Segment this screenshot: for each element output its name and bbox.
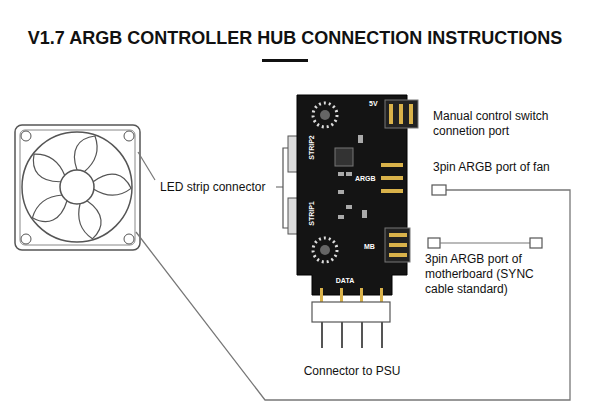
pcb-board-node: STRIP2STRIP1 5V ARGB MB DATA (297, 95, 407, 295)
callout-label: Manual control switch connetion port (433, 109, 583, 139)
silkscreen-text: ARGB (355, 175, 376, 182)
mb-header (385, 228, 410, 262)
silkscreen-text: 5V (369, 100, 378, 107)
header-pins (320, 104, 413, 302)
mb-pins (389, 233, 407, 257)
fan-drawing (15, 125, 140, 250)
callout-label: 3pin ARGB port of motherboard (SYNC cabl… (425, 252, 557, 297)
silkscreen-text: STRIP1 (307, 201, 314, 226)
callout-label: 3pin ARGB port of fan (433, 160, 550, 175)
sync-cable (428, 238, 542, 248)
title-underline (262, 59, 308, 62)
psu-connector (312, 302, 390, 348)
fan-plug (432, 185, 446, 195)
leader-line (138, 152, 155, 180)
title: V1.7 ARGB CONTROLLER HUB CONNECTION INST… (28, 27, 562, 50)
silkscreen-text: MB (364, 243, 375, 250)
silkscreen-text: STRIP2 (307, 135, 314, 160)
leader-line (276, 186, 283, 187)
pcb-details (313, 103, 367, 262)
callout-label: Connector to PSU (304, 364, 401, 379)
silkscreen-text: DATA (336, 277, 354, 284)
callout-label: LED strip connector (160, 180, 265, 195)
switch-plug (385, 100, 418, 128)
